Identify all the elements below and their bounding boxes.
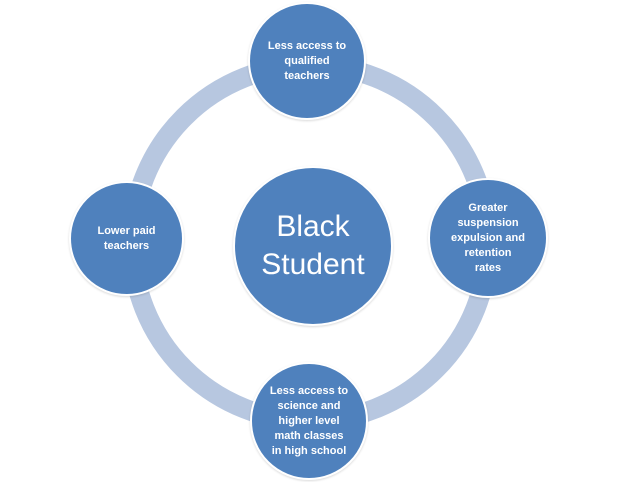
node-label-left: Lower paid teachers bbox=[97, 224, 156, 252]
node-lower-paid-teachers: Lower paid teachers bbox=[69, 181, 184, 296]
node-science-math-classes: Less access to science and higher level … bbox=[250, 362, 368, 480]
node-label-right: Greater suspension expulsion and retenti… bbox=[451, 201, 525, 274]
center-label: Black Student bbox=[261, 208, 364, 284]
center-node: Black Student bbox=[233, 166, 393, 326]
node-label-bottom: Less access to science and higher level … bbox=[269, 384, 349, 457]
node-suspension-rates: Greater suspension expulsion and retenti… bbox=[428, 178, 548, 298]
center-label-line2: Student bbox=[261, 248, 365, 281]
node-qualified-teachers: Less access to qualified teachers bbox=[248, 2, 366, 120]
center-label-line1: Black bbox=[276, 210, 350, 243]
node-label-top: Less access to qualified teachers bbox=[267, 39, 347, 82]
